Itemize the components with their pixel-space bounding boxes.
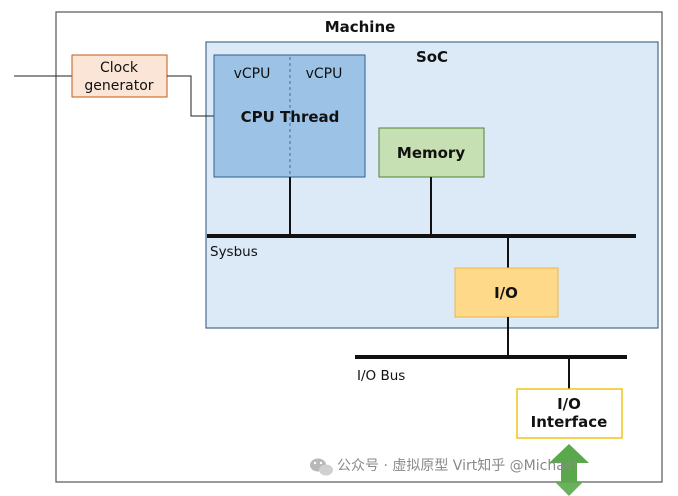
memory-box (378, 127, 485, 178)
clock-generator-box (71, 54, 168, 98)
io-interface-arrow-icon (549, 444, 589, 496)
io-interface-label-line1: I/O (557, 395, 581, 413)
clock-to-cpu-line (167, 75, 214, 117)
sysbus-label: Sysbus (210, 244, 258, 260)
machine-label: Machine (325, 18, 396, 36)
soc-label: SoC (416, 48, 448, 66)
cpu-thread-label: CPU Thread (241, 108, 340, 126)
wechat-icon (310, 458, 333, 476)
watermark: 公众号 · 虚拟原型 Virt知乎 @Michael (310, 457, 577, 476)
io-interface-box (516, 388, 623, 439)
memory-label: Memory (397, 144, 465, 162)
vcpu-left-label: vCPU (234, 66, 271, 82)
clock-generator-label-line2: generator (84, 78, 153, 94)
io-interface-label-line2: Interface (531, 413, 608, 431)
watermark-text: 公众号 · 虚拟原型 Virt知乎 @Michael (337, 457, 577, 474)
vcpu-right-label: vCPU (306, 66, 343, 82)
clock-generator-label-line1: Clock (100, 60, 139, 76)
io-box (454, 267, 559, 318)
io-bus-label: I/O Bus (357, 368, 405, 384)
io-label: I/O (494, 284, 518, 302)
